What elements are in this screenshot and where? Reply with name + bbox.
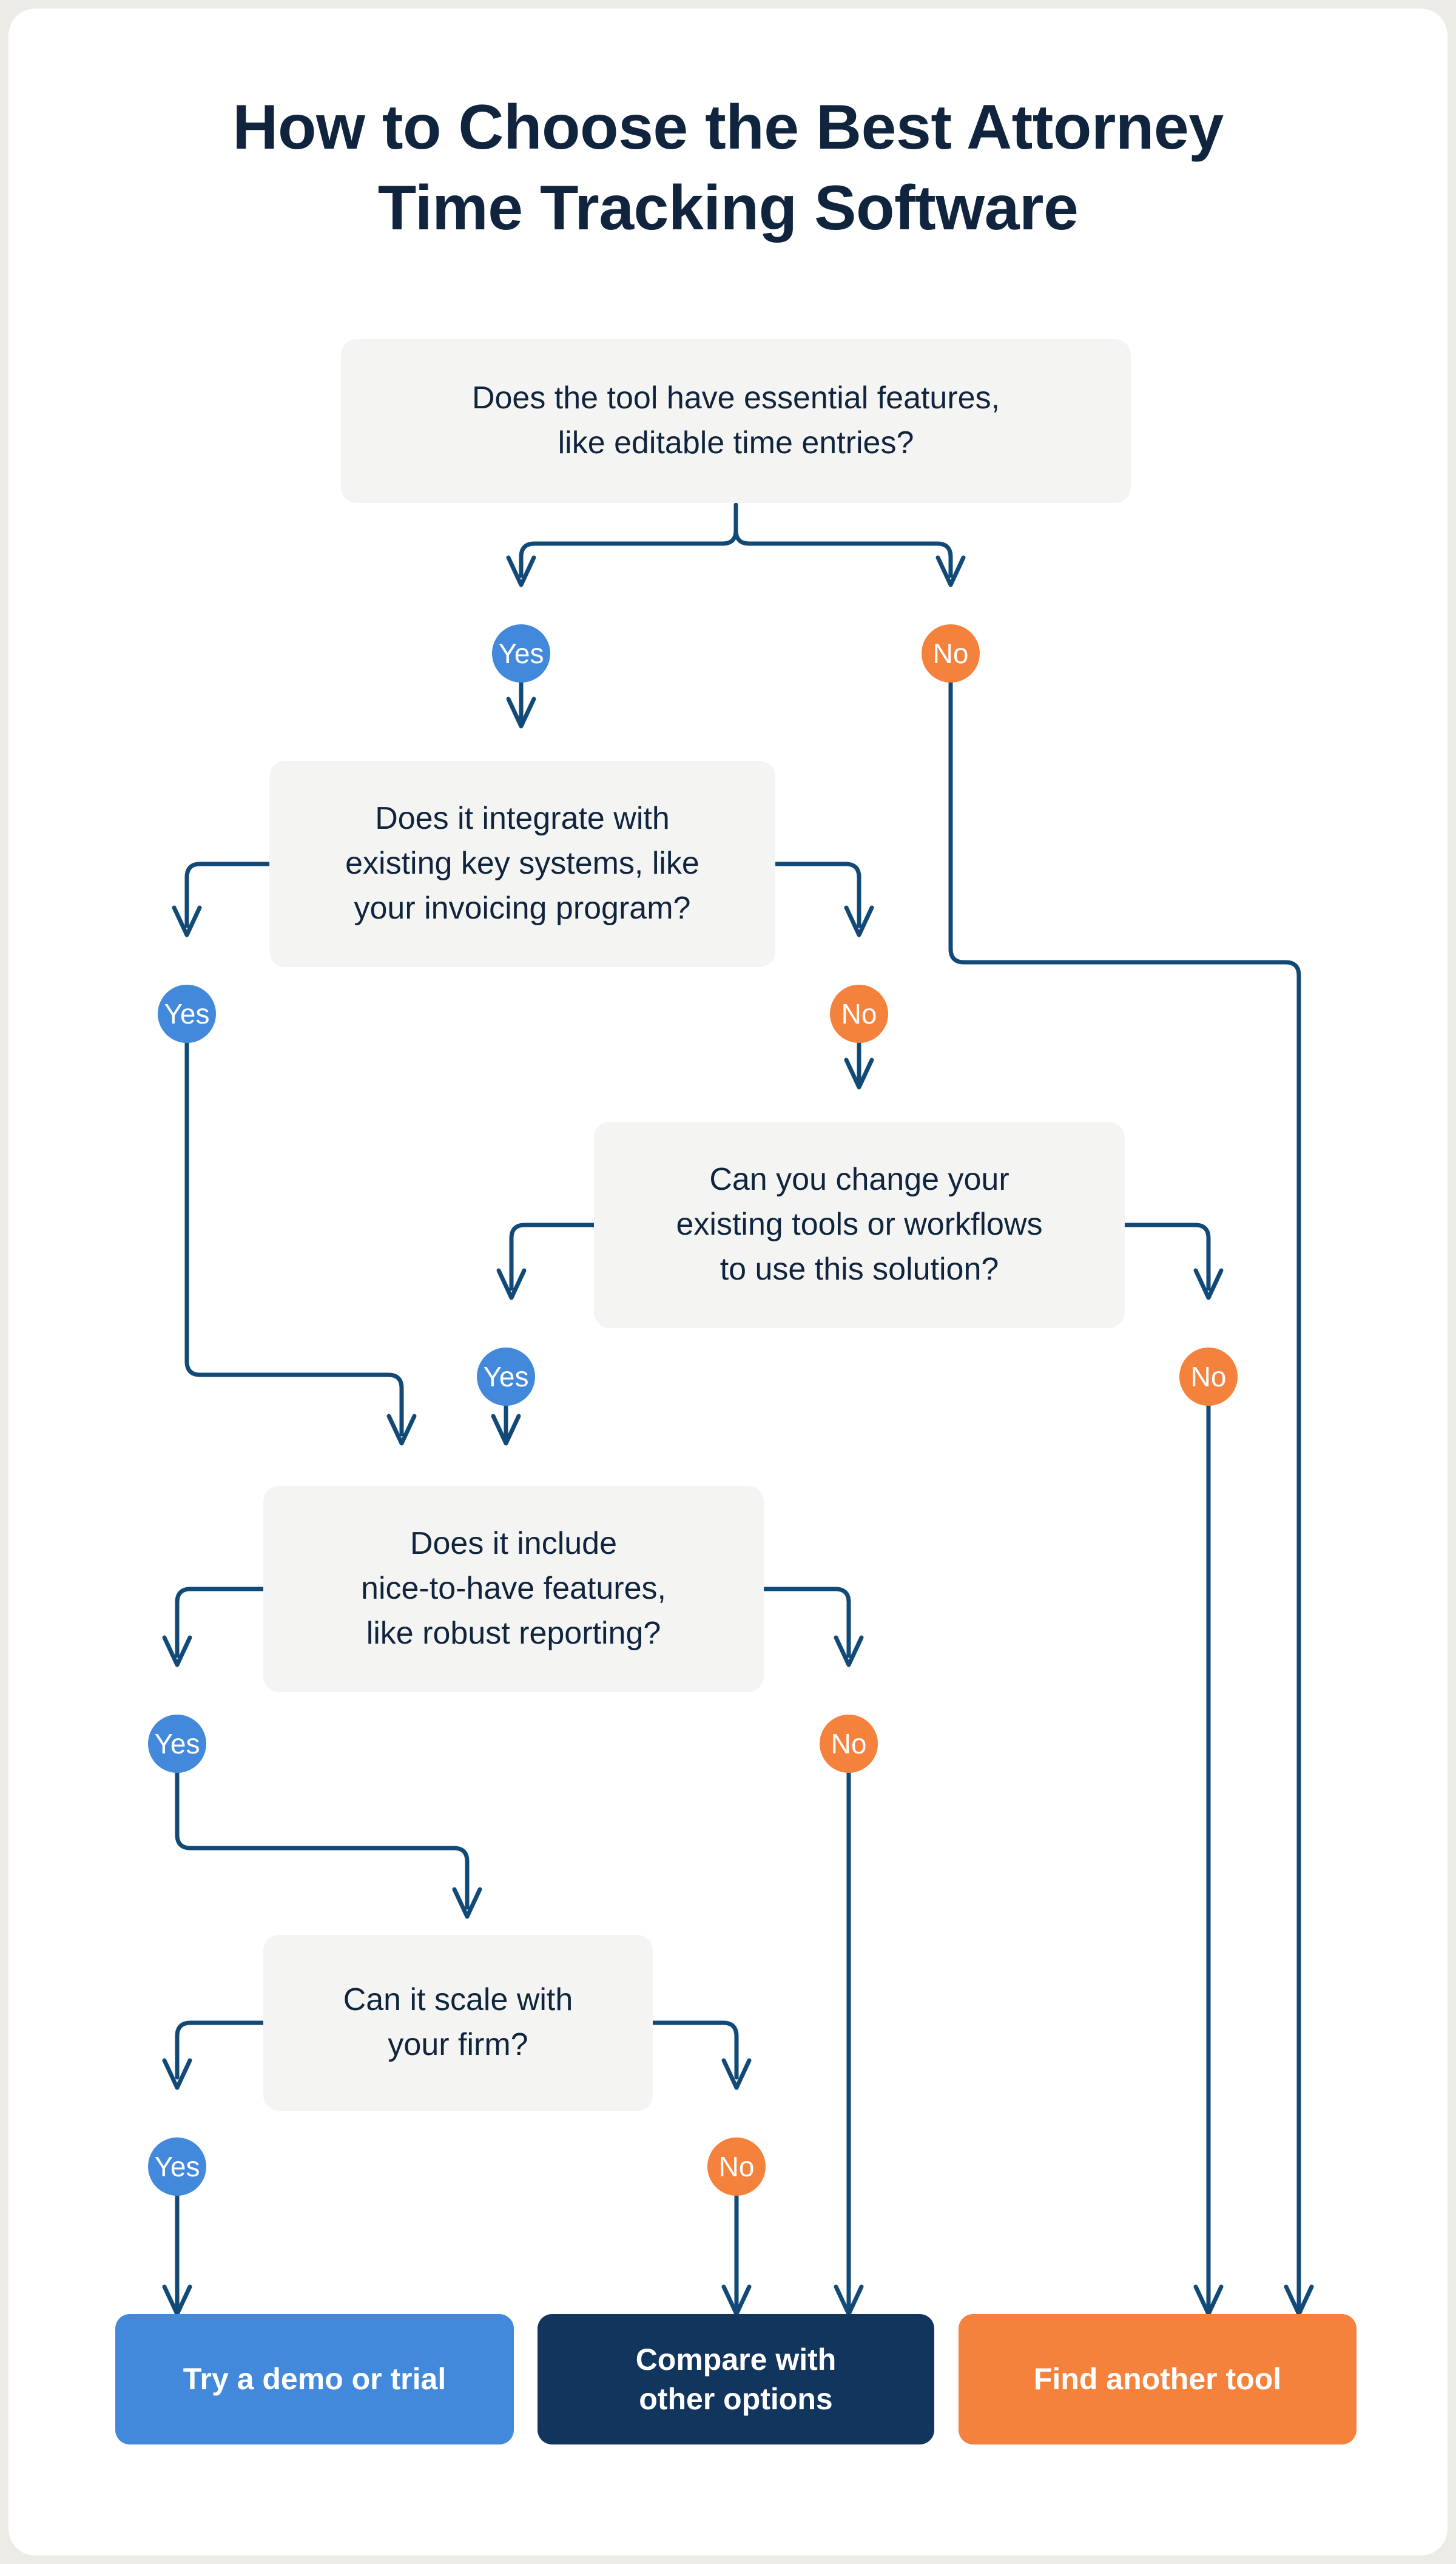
arrowhead-q2yes-to-q4 xyxy=(386,1414,417,1446)
wire-q5-no xyxy=(650,2020,739,2080)
arrowhead-q4yes-to-q5 xyxy=(452,1887,482,1919)
q2-line-2: existing key systems, like xyxy=(345,846,699,882)
pill-label: No xyxy=(932,638,969,669)
q3-line-1: Can you change your xyxy=(709,1162,1009,1198)
arrowhead-to-q3 xyxy=(844,1058,874,1090)
arrowhead-q5-yes xyxy=(162,2058,192,2090)
arrowhead-q3-yes xyxy=(496,1268,527,1300)
answer-pill-q5-no: No xyxy=(707,2137,766,2196)
answer-pill-q1-yes: Yes xyxy=(492,624,550,683)
q2-line-1: Does it integrate with xyxy=(375,801,670,837)
pill-label: No xyxy=(718,2151,755,2182)
pill-label: Yes xyxy=(154,1728,200,1759)
pill-label: No xyxy=(831,1728,867,1759)
wire-q4-yes xyxy=(175,1587,266,1658)
wire-q2-no xyxy=(773,862,861,928)
question-box-nice-to-have: Does it include nice-to-have features, l… xyxy=(263,1486,764,1692)
outcome-try-demo-label: Try a demo or trial xyxy=(183,2362,447,2396)
pill-label: Yes xyxy=(164,998,210,1030)
answer-pill-q1-no: No xyxy=(922,624,980,683)
q1-line-2: like editable time entries? xyxy=(558,425,914,461)
arrowhead-q4-no xyxy=(834,1635,864,1667)
arrowhead-q1-yes xyxy=(506,555,536,587)
q5-line-2: your firm? xyxy=(388,2027,528,2062)
outcome-try-demo-or-trial[interactable]: Try a demo or trial xyxy=(115,2314,514,2444)
outcome-compare-line-2: other options xyxy=(639,2381,833,2416)
answer-pill-q4-yes: Yes xyxy=(148,1715,206,1773)
page-title-line-1: How to Choose the Best Attorney xyxy=(232,92,1224,163)
infographic-card: How to Choose the Best Attorney Time Tra… xyxy=(8,8,1448,2556)
outcome-find-another-tool[interactable]: Find another tool xyxy=(959,2314,1357,2444)
arrowhead-q1-no xyxy=(935,555,966,587)
wire-q5-yes xyxy=(175,2020,266,2080)
pill-label: Yes xyxy=(483,1361,529,1392)
question-box-change-workflows: Can you change your existing tools or wo… xyxy=(594,1122,1125,1328)
arrowhead-q2-no xyxy=(844,905,874,937)
wire-q1-no xyxy=(733,528,953,578)
arrowhead-q2-yes xyxy=(172,905,202,937)
arrowhead-q4-yes xyxy=(162,1635,192,1667)
arrowhead-to-q2 xyxy=(506,697,536,729)
question-box-essential-features: Does the tool have essential features, l… xyxy=(341,339,1131,503)
outcome-find-another-label: Find another tool xyxy=(1033,2362,1282,2396)
page-title-line-2: Time Tracking Software xyxy=(377,173,1079,244)
answer-pill-q4-no: No xyxy=(820,1715,878,1773)
wire-q1no-rail xyxy=(948,680,1301,2316)
pill-label: Yes xyxy=(498,638,544,669)
q4-line-3: like robust reporting? xyxy=(366,1615,661,1651)
answer-pill-q3-yes: Yes xyxy=(477,1348,535,1406)
pill-label: No xyxy=(841,998,877,1030)
answer-pill-q2-yes: Yes xyxy=(158,985,216,1043)
answer-pill-q2-no: No xyxy=(830,985,888,1043)
q4-line-2: nice-to-have features, xyxy=(361,1571,666,1607)
outcome-compare-other-options[interactable]: Compare with other options xyxy=(538,2314,934,2444)
wire-q3-no xyxy=(1122,1223,1211,1291)
outcome-compare-line-1: Compare with xyxy=(635,2342,837,2377)
q1-line-1: Does the tool have essential features, xyxy=(471,380,1000,416)
wire-q1-yes xyxy=(519,528,738,578)
wire-q3-yes xyxy=(509,1223,596,1291)
arrowhead-q3-no xyxy=(1193,1268,1224,1300)
wire-q4-no xyxy=(761,1587,851,1658)
wire-q4yes-to-q5 xyxy=(175,1770,470,1910)
question-box-scale: Can it scale with your firm? xyxy=(263,1935,653,2111)
pill-label: Yes xyxy=(154,2151,200,2182)
pill-label: No xyxy=(1190,1361,1227,1392)
page-title: How to Choose the Best Attorney Time Tra… xyxy=(118,87,1338,249)
question-box-integrations: Does it integrate with existing key syst… xyxy=(269,761,775,967)
q5-line-1: Can it scale with xyxy=(343,1982,573,2018)
answer-pill-q5-yes: Yes xyxy=(148,2137,206,2196)
q2-line-3: your invoicing program? xyxy=(354,890,691,926)
q3-line-2: existing tools or workflows xyxy=(676,1207,1043,1243)
wire-q2-yes xyxy=(184,862,272,928)
arrowhead-q3yes-to-q4 xyxy=(491,1414,521,1446)
q4-line-1: Does it include xyxy=(410,1526,618,1562)
wire-q2yes-to-q4 xyxy=(184,1041,404,1437)
arrowhead-q5-no xyxy=(721,2058,752,2090)
flow-connectors xyxy=(162,502,1314,2316)
q3-line-3: to use this solution? xyxy=(720,1251,999,1287)
answer-pill-q3-no: No xyxy=(1179,1348,1238,1406)
